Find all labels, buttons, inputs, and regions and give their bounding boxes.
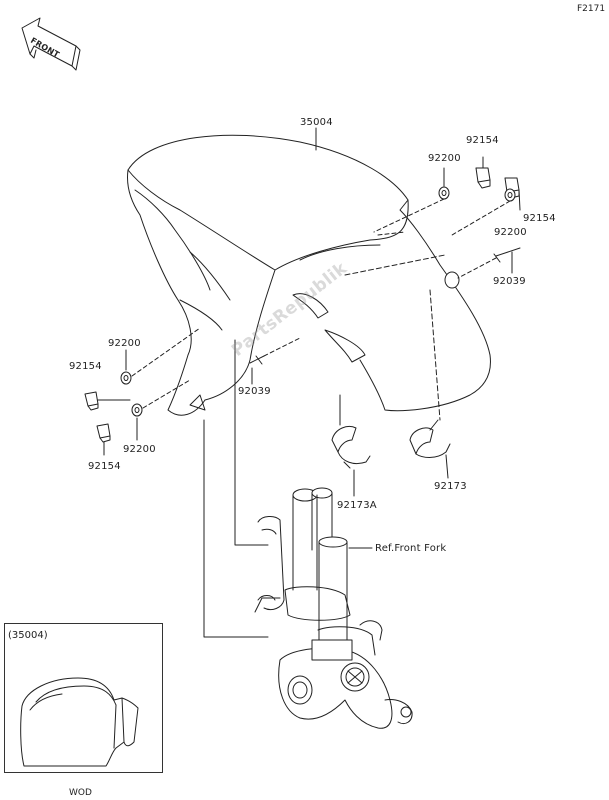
- label-92039-right: 92039: [493, 276, 526, 287]
- rivet-92039-right: [444, 247, 521, 289]
- front-fork-reference: [254, 487, 413, 729]
- figure-code: F2171: [577, 4, 606, 14]
- label-92154-top-right: 92154: [523, 213, 556, 224]
- label-92200-top: 92200: [428, 153, 461, 164]
- label-92154-top-left: 92154: [466, 135, 499, 146]
- inset-title: (35004): [8, 630, 48, 641]
- label-92173: 92173: [434, 481, 467, 492]
- bolt-92154-left-bottom: [96, 423, 111, 443]
- label-35004: 35004: [300, 117, 333, 128]
- label-ref-front-fork: Ref.Front Fork: [375, 543, 447, 554]
- label-92200-left-bottom: 92200: [123, 444, 156, 455]
- washer-92200-left-top: [120, 371, 132, 385]
- label-92200-right: 92200: [494, 227, 527, 238]
- washer-92200-top: [438, 186, 450, 200]
- bolt-92154-left-top: [84, 391, 99, 411]
- bolt-92154-top-left: [475, 156, 491, 189]
- label-92173a: 92173A: [337, 500, 377, 511]
- washer-92200-left-bottom: [131, 403, 143, 417]
- inset-fender-view: [20, 677, 139, 767]
- rivet-92039-center: [249, 355, 265, 365]
- front-fender-35004: [127, 134, 491, 421]
- clamp-92173: [409, 427, 451, 458]
- inset-frame: [4, 623, 163, 773]
- inset-note: WOD: [69, 788, 92, 798]
- label-92154-left-bottom: 92154: [88, 461, 121, 472]
- label-92039-center: 92039: [238, 386, 271, 397]
- label-92154-left-top: 92154: [69, 361, 102, 372]
- label-92200-left-top: 92200: [108, 338, 141, 349]
- washer-92200-right: [504, 188, 516, 202]
- front-direction-arrow-icon: [21, 17, 81, 71]
- clamp-92173a: [331, 426, 371, 469]
